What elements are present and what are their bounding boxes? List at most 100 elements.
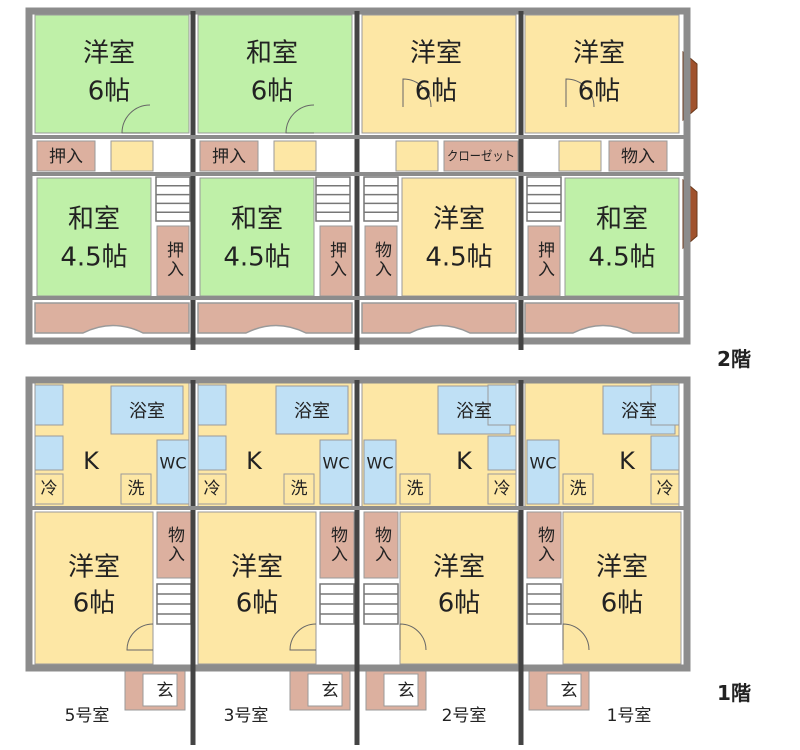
door-swing bbox=[399, 623, 427, 651]
wc-label: WC bbox=[367, 454, 394, 473]
room-top-size: 6帖 bbox=[251, 77, 294, 107]
storage-fill bbox=[156, 511, 192, 579]
sink2-fill bbox=[197, 435, 227, 471]
side-closet-label: 押入 bbox=[534, 241, 555, 279]
room-bottom-name: 和室 bbox=[596, 205, 648, 235]
room-size: 6帖 bbox=[73, 589, 116, 619]
bath-label: 浴室 bbox=[129, 401, 165, 422]
washer-fill bbox=[562, 473, 594, 505]
kitchen-label: K bbox=[456, 447, 473, 475]
door-swing bbox=[562, 623, 590, 651]
bath-fill bbox=[275, 385, 349, 435]
room-size: 6帖 bbox=[601, 589, 644, 619]
hall-fill bbox=[273, 140, 317, 172]
door-swing bbox=[289, 623, 317, 651]
wc-fill bbox=[526, 439, 560, 505]
door-swing bbox=[121, 104, 151, 134]
sink-fill bbox=[34, 384, 64, 426]
balcony-fill bbox=[34, 302, 190, 334]
room-top-size: 6帖 bbox=[415, 77, 458, 107]
unit-label: 3号室 bbox=[224, 706, 269, 726]
side-closet-label: 物入 bbox=[371, 241, 392, 279]
closet-label: 押入 bbox=[49, 147, 83, 167]
room-name: 洋室 bbox=[231, 553, 283, 583]
wc-fill bbox=[319, 439, 353, 505]
room-fill bbox=[399, 511, 519, 665]
storage-fill bbox=[319, 511, 355, 579]
room-top-name: 洋室 bbox=[410, 39, 462, 69]
closet-fill bbox=[443, 140, 519, 172]
room-top-fill bbox=[34, 14, 190, 134]
washer-label: 洗 bbox=[570, 479, 587, 499]
door-swing bbox=[565, 78, 595, 108]
stairs bbox=[315, 176, 351, 222]
hall-fill bbox=[110, 140, 154, 172]
entrance-label: 玄 bbox=[398, 681, 415, 701]
fridge-label: 冷 bbox=[657, 479, 674, 499]
door-swing bbox=[285, 104, 315, 134]
unit-label: 1号室 bbox=[607, 706, 652, 726]
bath-label: 浴室 bbox=[621, 401, 657, 422]
fridge-fill bbox=[197, 473, 227, 505]
sink2-fill bbox=[34, 435, 64, 471]
balcony-fill bbox=[197, 302, 353, 334]
room-top-fill bbox=[524, 14, 680, 134]
stairs-box bbox=[315, 176, 351, 222]
fridge-label: 冷 bbox=[494, 479, 511, 499]
closet-fill bbox=[199, 140, 259, 172]
washer-fill bbox=[283, 473, 315, 505]
stairs bbox=[156, 583, 192, 625]
room-name: 洋室 bbox=[433, 553, 485, 583]
stairs bbox=[526, 176, 562, 222]
stairs bbox=[155, 176, 191, 222]
room-bottom-size: 4.5帖 bbox=[60, 243, 127, 273]
storage-fill bbox=[526, 511, 562, 579]
side-closet-label: 押入 bbox=[163, 241, 184, 279]
sink2-fill bbox=[650, 435, 680, 471]
stairs-box bbox=[363, 176, 399, 222]
room-name: 洋室 bbox=[68, 553, 120, 583]
storage-label: 物入 bbox=[327, 526, 348, 564]
room-fills bbox=[34, 14, 698, 711]
storage-fill bbox=[363, 511, 399, 579]
room-top-name: 洋室 bbox=[573, 39, 625, 69]
stairs bbox=[363, 176, 399, 222]
wc-fill bbox=[363, 439, 397, 505]
sink-fill bbox=[650, 384, 680, 426]
fridge-label: 冷 bbox=[41, 479, 58, 499]
storage-label: 物入 bbox=[164, 526, 185, 564]
kitchen-label: K bbox=[83, 447, 100, 475]
second-floor-label: 2階 bbox=[717, 347, 751, 371]
bath-label: 浴室 bbox=[294, 401, 330, 422]
room-top-fill bbox=[197, 14, 353, 134]
washer-fill bbox=[399, 473, 431, 505]
entrance-label: 玄 bbox=[322, 681, 339, 701]
room-top-fill bbox=[361, 14, 517, 134]
wc-label: WC bbox=[160, 454, 187, 473]
room-bottom-name: 和室 bbox=[231, 205, 283, 235]
stairs-box bbox=[526, 176, 562, 222]
hall-fill bbox=[395, 140, 439, 172]
fridge-fill bbox=[487, 473, 517, 505]
room-bottom-size: 4.5帖 bbox=[425, 243, 492, 273]
room-bottom-name: 和室 bbox=[68, 205, 120, 235]
room-fill bbox=[197, 511, 317, 665]
unit-label: 2号室 bbox=[442, 706, 487, 726]
storage-label: 物入 bbox=[371, 526, 392, 564]
room-fill bbox=[562, 511, 682, 665]
closet-fill bbox=[608, 140, 668, 172]
room-top-size: 6帖 bbox=[578, 77, 621, 107]
closet-label: 物入 bbox=[621, 147, 655, 167]
bath-label: 浴室 bbox=[456, 401, 492, 422]
side-closet-label: 押入 bbox=[326, 241, 347, 279]
hall-fill bbox=[558, 140, 602, 172]
first-floor-label: 1階 bbox=[717, 681, 751, 705]
room-bottom-size: 4.5帖 bbox=[588, 243, 655, 273]
room-top-name: 和室 bbox=[246, 39, 298, 69]
room-bottom-name: 洋室 bbox=[433, 205, 485, 235]
stairs bbox=[363, 583, 399, 625]
entrance-floor bbox=[307, 673, 343, 707]
stairs-box bbox=[155, 176, 191, 222]
washer-label: 洗 bbox=[407, 479, 424, 499]
